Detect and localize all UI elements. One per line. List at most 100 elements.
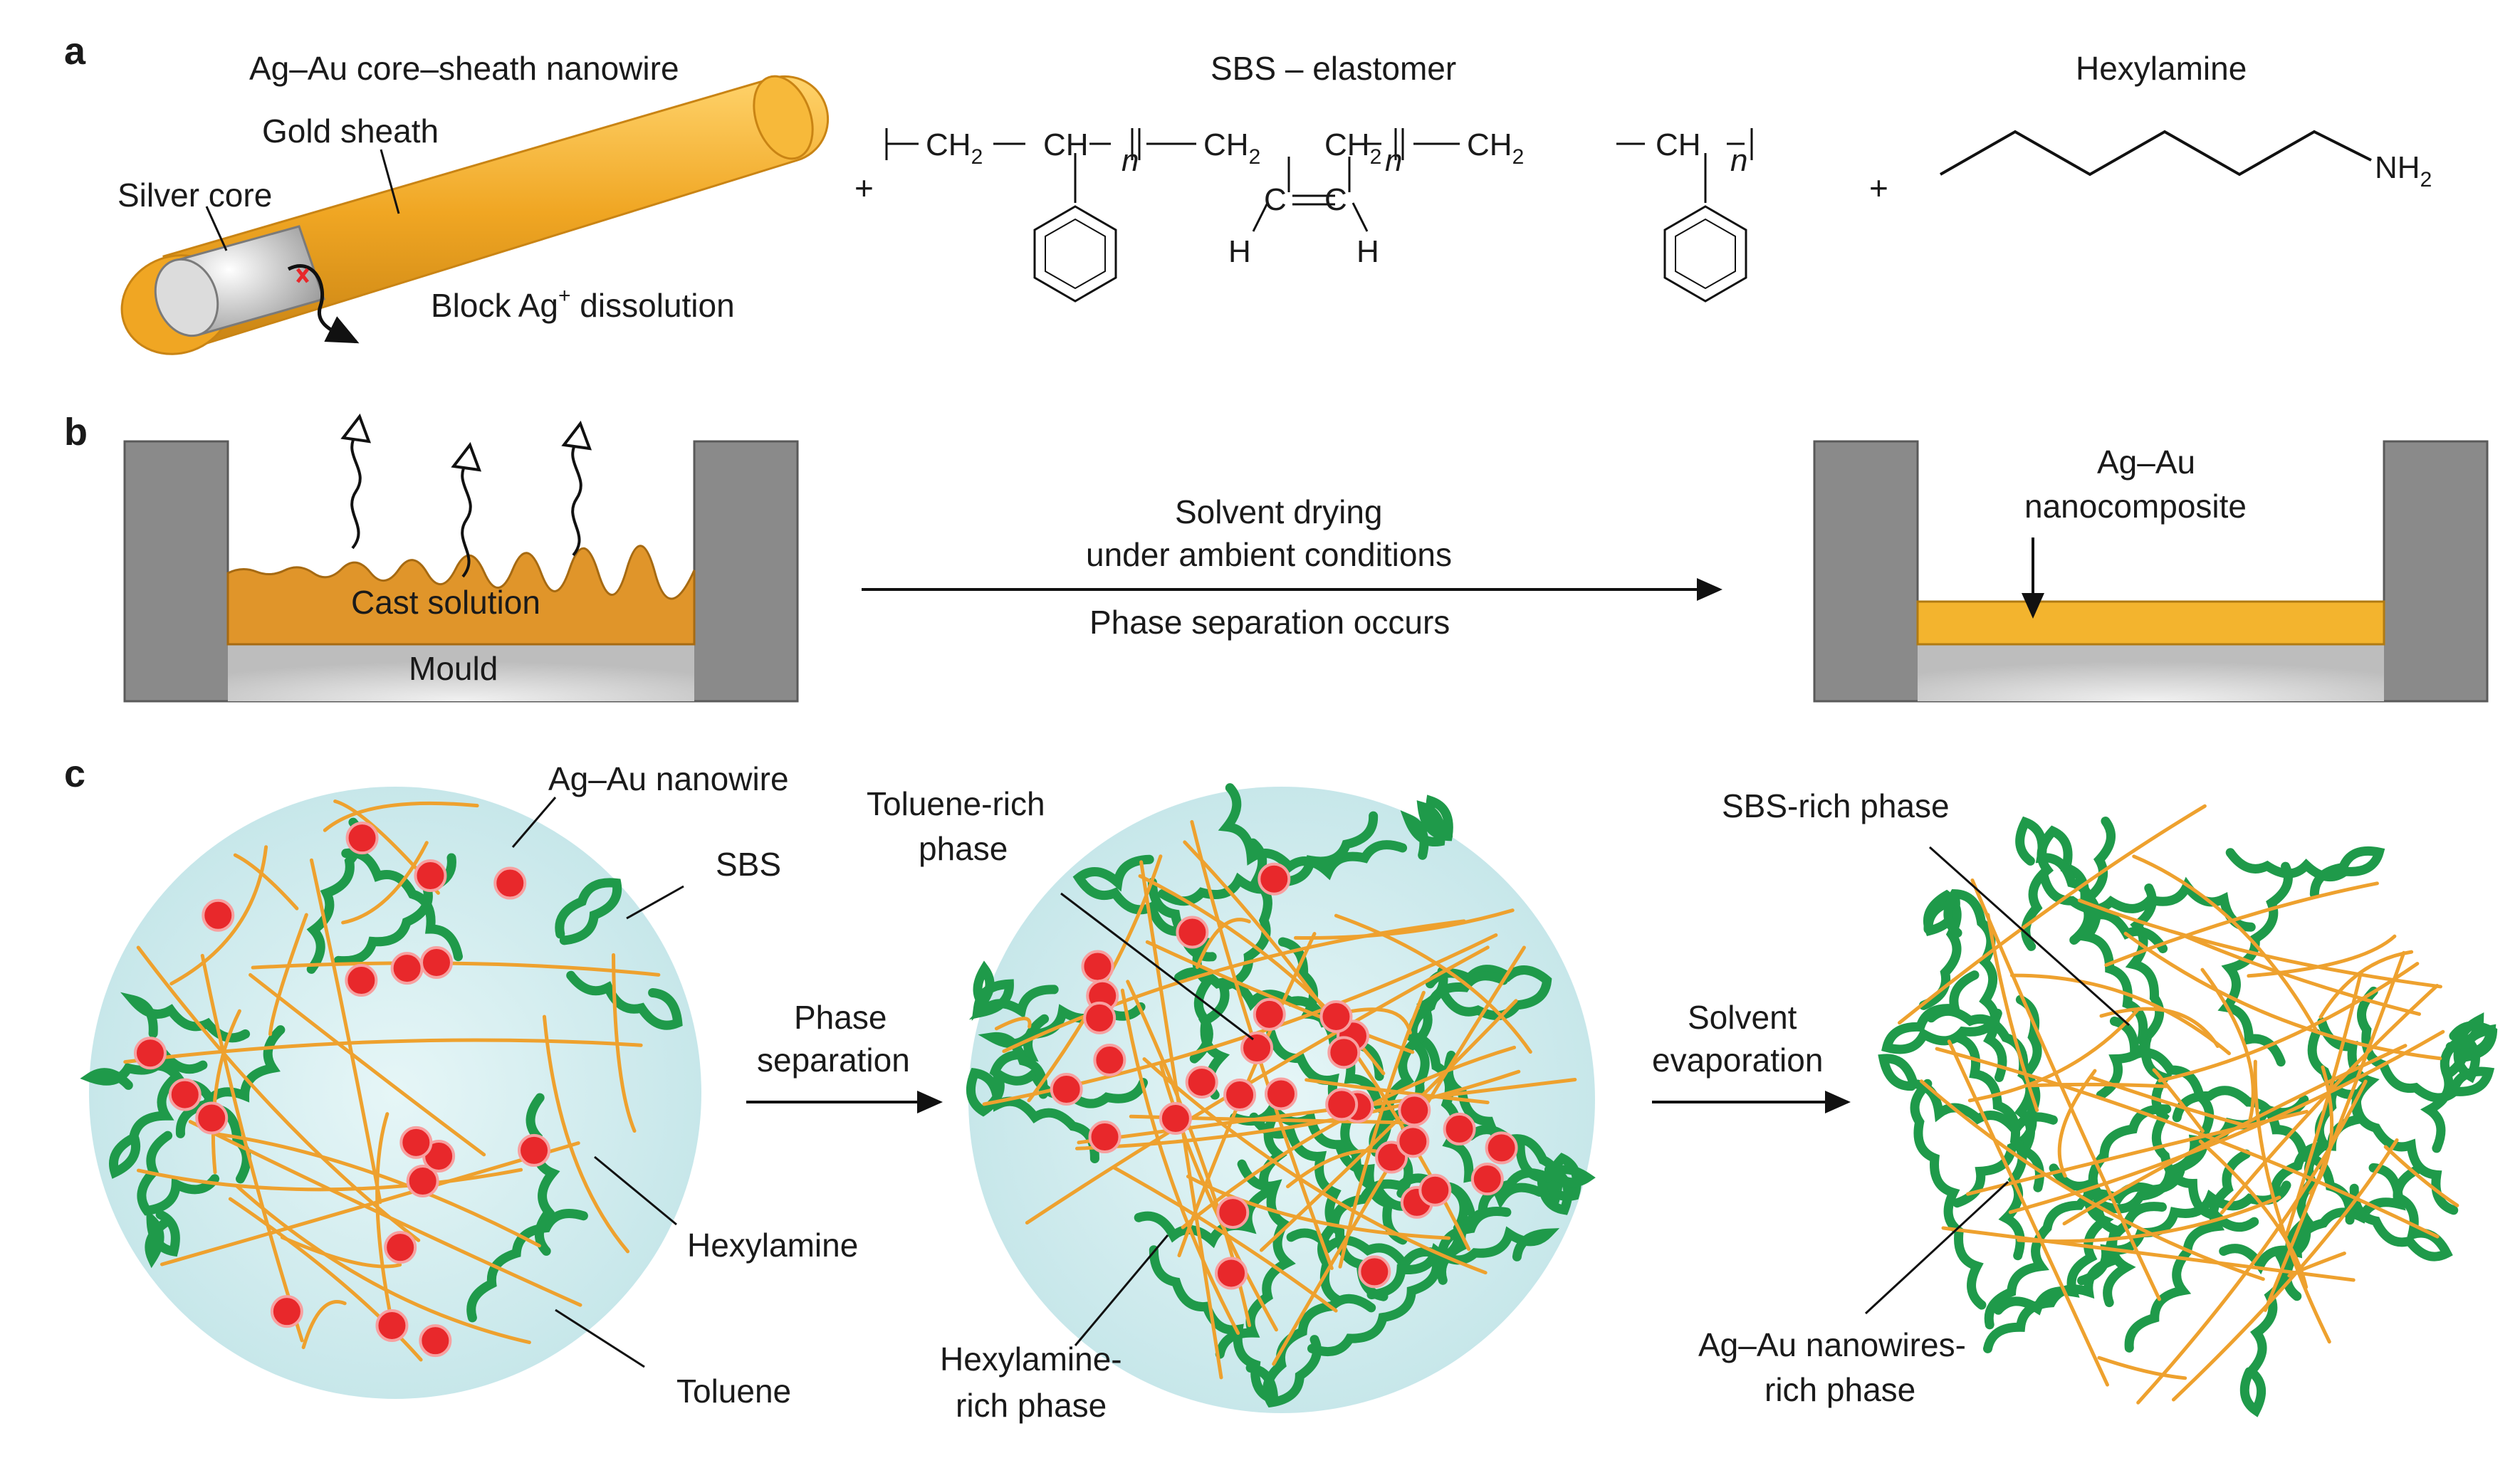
gold-sheath — [162, 75, 830, 350]
sbs-n-3: n — [1730, 143, 1747, 178]
sbs-chain — [2225, 846, 2385, 899]
hexylamine-molecule — [1185, 1066, 1218, 1099]
benzene-ring-1 — [1033, 205, 1117, 303]
hexylamine-title: Hexylamine — [2076, 50, 2247, 87]
leader-nanowire — [511, 797, 557, 848]
nanowire-strand — [2010, 973, 2232, 1056]
nanowire-strand — [1338, 990, 1426, 1269]
nanowire-strand — [1075, 1069, 1521, 1150]
hexylamine-molecule — [202, 898, 235, 932]
nanowire-strand — [612, 953, 637, 1133]
hexylamine-molecule — [399, 1126, 433, 1159]
leader-hexylamine-rich — [1074, 1234, 1169, 1346]
sbs-chain — [1954, 1033, 2027, 1261]
panel-a-label: a — [64, 30, 86, 73]
hexylamine-molecule — [1264, 1077, 1297, 1111]
hexylamine-molecule — [419, 945, 453, 979]
sbs-n-1: n — [1122, 143, 1139, 178]
sbs-chain — [1943, 889, 2007, 1082]
sbs-chain — [341, 848, 463, 962]
nanowire-strand — [1259, 999, 1518, 1252]
hexylamine-molecule — [518, 1133, 551, 1167]
sheath-end-cap — [753, 75, 814, 160]
mould-label: Mould — [409, 650, 498, 687]
step2-line2: evaporation — [1652, 1042, 1823, 1079]
nanowire-strand — [2097, 1355, 2187, 1380]
hexylamine-molecule — [390, 952, 424, 985]
sbs-chain — [1215, 1159, 1296, 1359]
leader-silver-core — [205, 206, 228, 251]
separated-circle — [966, 783, 1596, 1413]
nanowire-strand — [211, 1009, 241, 1175]
nanowire-strand — [994, 1017, 1032, 1031]
hexylamine-molecule — [345, 964, 378, 997]
hexylamine-molecule — [1083, 1001, 1117, 1034]
leader-toluene-rich — [1060, 892, 1254, 1041]
nanowire-strand — [1935, 1047, 2440, 1239]
sbs-h-2: H — [1356, 234, 1379, 269]
sbs-chain — [1218, 783, 1408, 881]
sbs-ch2-4: CH2 — [1467, 127, 1524, 169]
hexylamine-molecule — [384, 1231, 417, 1264]
nanowire-strand — [2123, 931, 2442, 1061]
gold-sheath-label: Gold sheath — [262, 112, 439, 150]
hexylamine-molecule — [1485, 1131, 1518, 1165]
nanowire-strand — [2180, 933, 2422, 1016]
sbs-label: SBS — [716, 846, 781, 883]
sbs-chain — [80, 1047, 208, 1090]
hexylamine-molecule — [1358, 1255, 1391, 1289]
hexylamine-molecule — [1081, 950, 1114, 983]
vapor-1 — [350, 433, 362, 550]
sbs-chain — [2088, 1104, 2172, 1308]
nanowire-strand — [2171, 1138, 2399, 1402]
cast-solution-fill — [226, 545, 696, 646]
sbs-chain — [2217, 861, 2293, 1067]
nanowire-strand — [341, 841, 429, 925]
nanowire-label: Ag–Au nanowire — [548, 760, 789, 797]
nanowire-strand — [2017, 1195, 2281, 1244]
sbs-h-1: H — [1228, 234, 1251, 269]
nanowire-strand — [2104, 881, 2379, 967]
sbs-chain — [466, 1209, 588, 1323]
leader-sbs-rich — [1929, 846, 2130, 1027]
sbs-chain — [145, 1208, 180, 1269]
nanowire-strand — [228, 1197, 423, 1362]
nanowire-strand — [123, 1038, 643, 1064]
sbs-chain — [175, 1025, 286, 1138]
sbs-chain — [2357, 986, 2495, 1103]
leader-nanowires-rich — [1864, 1180, 2009, 1315]
hexylamine-molecule — [1396, 1125, 1430, 1158]
block-mark — [296, 268, 309, 283]
sbs-chain — [989, 1014, 1148, 1108]
step2-line1: Solvent — [1688, 999, 1797, 1036]
nanowires-rich-line2: rich phase — [1764, 1371, 1915, 1408]
cast-solution-label: Cast solution — [351, 584, 540, 621]
sbs-chain — [526, 1093, 560, 1256]
hexylamine-molecule — [133, 1037, 167, 1070]
hexylamine-molecule — [414, 859, 447, 893]
mould-right — [1813, 440, 2489, 703]
hexylamine-molecule — [1240, 1032, 1274, 1065]
sbs-chain — [566, 970, 683, 1030]
nanowire-strand — [1002, 919, 1466, 1054]
nanowire-strand — [309, 858, 382, 1205]
blocked-ion-path — [287, 264, 360, 344]
sbs-chain — [1147, 878, 1230, 1100]
nanowire-strand — [2099, 1007, 2220, 1049]
composite-line1: Ag–Au — [2097, 444, 2195, 481]
dried-network — [1878, 804, 2498, 1417]
hexylamine-molecule — [1258, 862, 1291, 896]
sbs-chain — [1881, 970, 2002, 1054]
panel-c-label: c — [64, 752, 85, 795]
vapor-3 — [571, 440, 582, 557]
sbs-chain — [1910, 1079, 1987, 1310]
step1-line1: Phase — [794, 999, 887, 1036]
silver-core-label: Silver core — [117, 177, 272, 214]
hexylamine-chain — [1940, 130, 2372, 177]
toluene-rich-line2: phase — [919, 830, 1008, 867]
toluene-background — [89, 787, 701, 1399]
sbs-chain — [1369, 971, 1508, 1157]
nanowire-title: Ag–Au core–sheath nanowire — [249, 50, 679, 87]
